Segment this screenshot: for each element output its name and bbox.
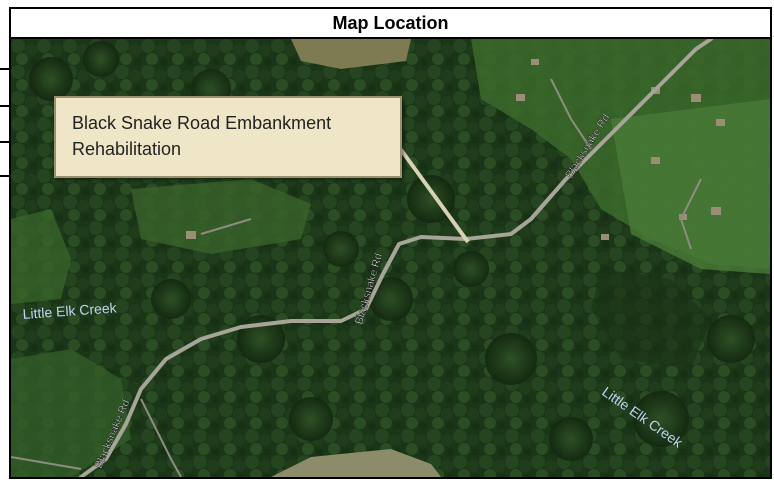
callout-leader <box>397 145 470 244</box>
field-right-lawn <box>611 99 770 274</box>
left-rule-low <box>0 141 10 143</box>
map-frame: Map Location <box>9 7 772 479</box>
field-bottom-center <box>271 449 441 477</box>
driveways <box>11 78 702 477</box>
blacksnake-road <box>79 39 713 477</box>
creek-label-west: Little Elk Creek <box>22 299 118 322</box>
left-rule-top <box>0 68 10 70</box>
project-callout: Black Snake Road Embankment Rehabilitati… <box>54 96 402 178</box>
map-canvas: Blacksnake Rd Blacksnake Rd Blacksnake R… <box>11 39 770 477</box>
map-title: Map Location <box>11 9 770 39</box>
field-mid-left <box>131 179 311 254</box>
satellite-map[interactable]: Blacksnake Rd Blacksnake Rd Blacksnake R… <box>11 39 770 477</box>
left-rule-bottom <box>0 175 10 177</box>
callout-line-2: Rehabilitation <box>72 139 182 159</box>
field-left-edge <box>11 209 71 304</box>
callout-line-1: Black Snake Road Embankment <box>72 113 332 133</box>
left-rule-mid <box>0 105 10 107</box>
field-top-center <box>291 39 411 69</box>
field-right-bottom <box>591 269 711 369</box>
field-bottom-left <box>11 349 131 477</box>
